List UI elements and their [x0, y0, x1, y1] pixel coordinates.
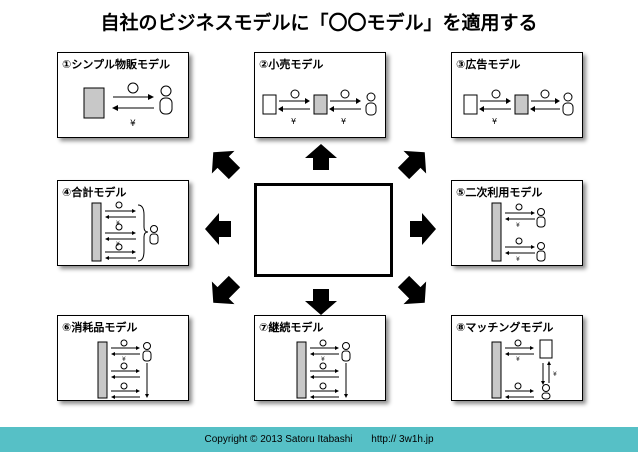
panel-label: ⑦継続モデル — [259, 321, 324, 334]
company-bar — [491, 341, 502, 399]
consumables-diagram: ¥ — [97, 339, 152, 399]
copyright-line: Copyright © 2013 Satoru Itabashi http://… — [0, 434, 638, 445]
panel-advertising-model: ③広告モデル ¥ — [451, 52, 583, 138]
arrow-down-right-icon — [397, 275, 427, 305]
panel-label: ⑧マッチングモデル — [456, 321, 554, 334]
company-box — [83, 87, 105, 119]
panel-label: ③広告モデル — [456, 58, 521, 71]
media-box — [514, 94, 529, 115]
svg-text:¥: ¥ — [321, 356, 325, 363]
secondary-use-diagram: ¥ ¥ — [491, 202, 546, 263]
arrow-down-icon — [305, 289, 337, 315]
simple-sales-diagram: ¥ — [83, 82, 173, 129]
product-circle — [127, 82, 139, 94]
center-own-business-box — [254, 183, 393, 277]
customer-icon — [537, 242, 545, 250]
panel-aggregate-model: ④合計モデル ¥ ¥ — [57, 180, 189, 266]
arrow-down-left-icon — [211, 275, 241, 305]
svg-text:¥: ¥ — [291, 117, 296, 126]
subscription-diagram: ¥ — [296, 339, 351, 399]
website-url: http:// 3w1h.jp — [371, 434, 434, 445]
page-title: 自社のビジネスモデルに「〇〇モデル」を適用する — [100, 12, 538, 34]
panel-subscription-model: ⑦継続モデル ¥ — [254, 315, 386, 401]
transaction-1: ¥ — [105, 201, 136, 227]
brace — [137, 204, 149, 262]
transaction-3 — [105, 243, 136, 260]
advertising-diagram: ¥ — [463, 89, 574, 126]
arrow-up-right-icon — [397, 150, 427, 180]
panel-label: ⑥消耗品モデル — [62, 321, 138, 334]
customer-icon — [366, 92, 376, 102]
svg-text:¥: ¥ — [341, 117, 346, 126]
customer-icon — [563, 92, 573, 102]
advertiser-box — [463, 94, 478, 115]
panel-matching-model: ⑧マッチングモデル ¥ ¥ — [451, 315, 583, 401]
panel-secondary-use-model: ⑤二次利用モデル ¥ ¥ — [451, 180, 583, 266]
footer-bar — [0, 427, 638, 452]
arrow-right-icon — [410, 213, 436, 245]
svg-text:¥: ¥ — [516, 222, 520, 229]
yen-symbol: ¥ — [130, 119, 136, 129]
panel-consumables-model: ⑥消耗品モデル ¥ — [57, 315, 189, 401]
panel-label: ⑤二次利用モデル — [456, 186, 543, 199]
customer-icon — [143, 342, 151, 350]
arrow-left-icon — [112, 105, 118, 111]
panel-label: ①シンプル物販モデル — [62, 58, 170, 71]
svg-text:¥: ¥ — [116, 220, 120, 227]
arrow-up-icon — [305, 144, 337, 170]
company-bar — [91, 202, 102, 262]
panel-label: ④合計モデル — [62, 186, 127, 199]
customer-icon — [542, 384, 550, 392]
maker-box — [262, 94, 277, 115]
customer-icon — [150, 225, 158, 233]
arrow-right-icon — [148, 94, 154, 100]
panel-label: ②小売モデル — [259, 58, 324, 71]
aggregate-diagram: ¥ ¥ — [91, 201, 159, 262]
customer-icon — [160, 85, 172, 97]
panel-retail-model: ②小売モデル ¥ ¥ — [254, 52, 386, 138]
svg-text:¥: ¥ — [553, 371, 557, 378]
matching-diagram: ¥ ¥ — [491, 339, 557, 400]
svg-text:¥: ¥ — [516, 256, 520, 263]
company-bar — [296, 341, 307, 399]
company-bar — [97, 341, 108, 399]
provider-box — [539, 339, 553, 359]
svg-text:¥: ¥ — [492, 117, 497, 126]
retailer-box — [313, 94, 328, 115]
retail-diagram: ¥ ¥ — [262, 89, 377, 126]
arrow-up-left-icon — [211, 150, 241, 180]
svg-text:¥: ¥ — [122, 356, 126, 363]
svg-text:¥: ¥ — [516, 356, 520, 363]
customer-icon — [537, 208, 545, 216]
panel-simple-sales-model: ①シンプル物販モデル ¥ — [57, 52, 189, 138]
arrow-left-icon — [205, 213, 231, 245]
copyright-text: Copyright © 2013 Satoru Itabashi — [204, 434, 353, 445]
customer-icon — [342, 342, 350, 350]
company-bar — [491, 202, 502, 262]
